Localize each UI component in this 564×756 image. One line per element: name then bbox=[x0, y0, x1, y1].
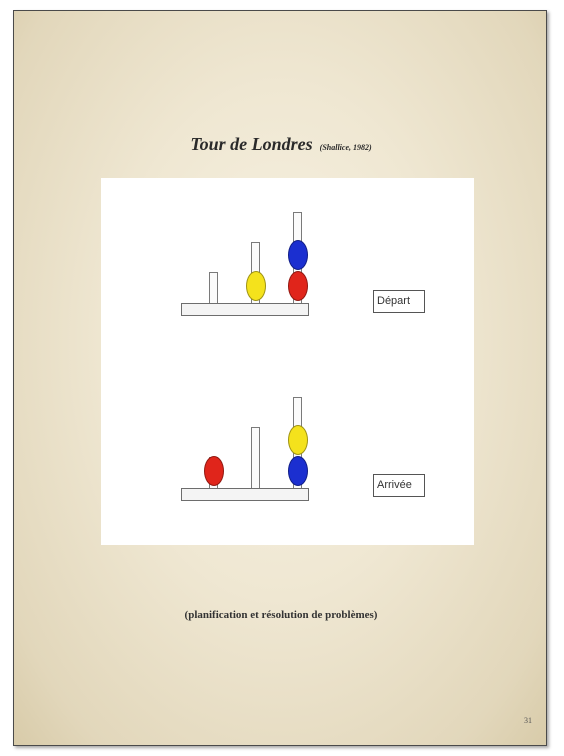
start-label: Départ bbox=[373, 290, 425, 313]
diagram-panel: Départ Arrivée bbox=[101, 178, 474, 545]
slide: Tour de Londres (Shallice, 1982) Départ … bbox=[13, 10, 547, 746]
slide-title: Tour de Londres (Shallice, 1982) bbox=[14, 134, 548, 155]
title-text: Tour de Londres bbox=[190, 134, 313, 154]
start-ball-blue bbox=[288, 240, 308, 270]
title-citation: (Shallice, 1982) bbox=[319, 143, 372, 152]
goal-peg-2 bbox=[251, 427, 260, 491]
start-ball-red bbox=[288, 271, 308, 301]
start-ball-yellow bbox=[246, 271, 266, 301]
goal-ball-red bbox=[204, 456, 224, 486]
goal-ball-yellow bbox=[288, 425, 308, 455]
goal-base bbox=[181, 488, 309, 501]
start-base bbox=[181, 303, 309, 316]
start-peg-1 bbox=[209, 272, 218, 306]
slide-caption: (planification et résolution de problème… bbox=[184, 609, 378, 621]
page-number: 31 bbox=[524, 716, 532, 725]
goal-label: Arrivée bbox=[373, 474, 425, 497]
goal-ball-blue bbox=[288, 456, 308, 486]
